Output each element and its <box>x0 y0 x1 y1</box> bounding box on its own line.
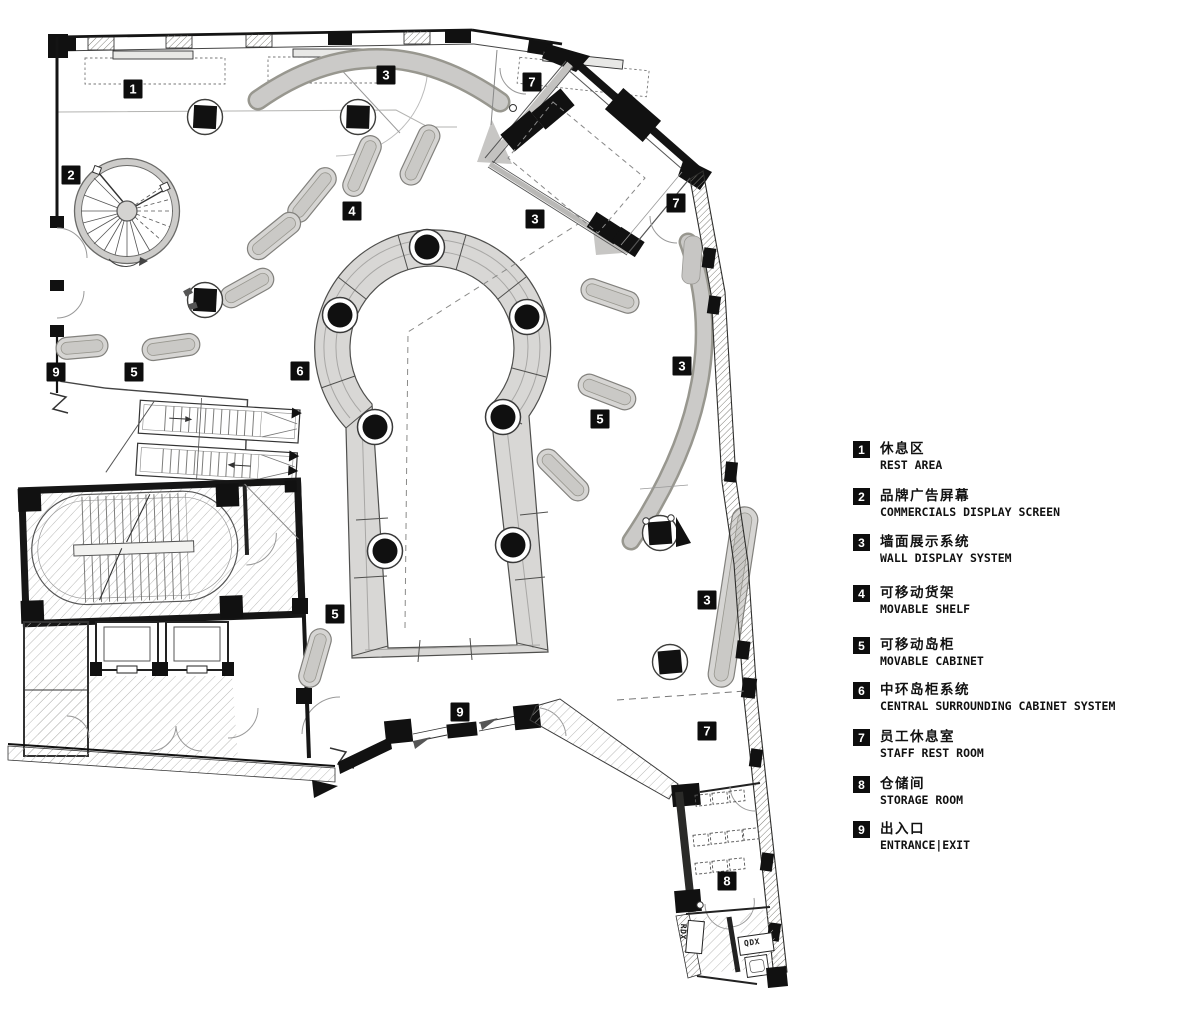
legend-zh-2: 品牌广告屏幕 <box>880 488 970 503</box>
dashed-guide-line <box>404 223 579 629</box>
legend-item-5: 5 可移动岛柜 MOVABLE CABINET <box>853 637 1153 669</box>
legend-item-6: 6 中环岛柜系统 CENTRAL SURROUNDING CABINET SYS… <box>853 682 1153 714</box>
plan-tag-3d: 3 <box>697 590 717 610</box>
legend-key-2: 2 <box>853 488 870 505</box>
legend-item-3: 3 墙面展示系统 WALL DISPLAY SYSTEM <box>853 534 1153 566</box>
legend-en-7: STAFF REST ROOM <box>880 746 984 760</box>
elevators <box>90 621 234 676</box>
legend-key-5: 5 <box>853 637 870 654</box>
plan-tag-3b: 3 <box>525 209 545 229</box>
spiral-staircase <box>73 157 181 267</box>
legend-zh-7: 员工休息室 <box>880 729 955 744</box>
legend-key-8: 8 <box>853 776 870 793</box>
legend-key-3: 3 <box>853 534 870 551</box>
legend-item-7: 7 员工休息室 STAFF REST ROOM <box>853 729 1153 761</box>
south-wall-entrance <box>7 698 679 800</box>
plan-tag-3c: 3 <box>672 356 692 376</box>
plan-tag-4: 4 <box>342 201 362 221</box>
plan-tag-7a: 7 <box>522 72 542 92</box>
plan-tag-8: 8 <box>717 871 737 891</box>
legend-zh-9: 出入口 <box>880 821 925 836</box>
plan-tag-5a: 5 <box>124 362 144 382</box>
structural-columns <box>183 98 691 681</box>
legend-en-4: MOVABLE SHELF <box>880 602 971 616</box>
central-cabinet-system <box>314 228 552 663</box>
ring-columns <box>321 228 546 570</box>
legend-item-9: 9 出入口 ENTRANCE|EXIT <box>853 821 1153 853</box>
legend-key-1: 1 <box>853 441 870 458</box>
fixture-label-rdx: RDX <box>678 923 688 940</box>
legend-zh-5: 可移动岛柜 <box>880 637 955 652</box>
elevator-lobby <box>23 479 341 764</box>
plan-tag-7c: 7 <box>697 721 717 741</box>
legend-key-4: 4 <box>853 585 870 602</box>
legend-zh-6: 中环岛柜系统 <box>880 682 970 697</box>
legend-en-5: MOVABLE CABINET <box>880 654 984 668</box>
storage-room <box>674 789 760 930</box>
legend-key-7: 7 <box>853 729 870 746</box>
stair-core <box>17 477 306 628</box>
legend-key-6: 6 <box>853 682 870 699</box>
plan-tag-9a: 9 <box>46 362 66 382</box>
legend-zh-8: 仓储间 <box>880 776 925 791</box>
legend-en-3: WALL DISPLAY SYSTEM <box>880 551 1012 565</box>
legend-en-9: ENTRANCE|EXIT <box>880 838 971 852</box>
left-wall <box>48 34 88 414</box>
movable-shelves <box>55 124 759 688</box>
legend-zh-3: 墙面展示系统 <box>880 534 970 549</box>
legend-en-6: CENTRAL SURROUNDING CABINET SYSTEM <box>880 699 1116 713</box>
legend-item-2: 2 品牌广告屏幕 COMMERCIALS DISPLAY SCREEN <box>853 488 1153 520</box>
storefront-mullions <box>56 30 553 57</box>
staff-rest-room <box>616 690 761 812</box>
toilet-rooms <box>675 906 788 988</box>
plan-tag-2: 2 <box>61 165 81 185</box>
plan-tag-7b: 7 <box>666 193 686 213</box>
legend-en-1: REST AREA <box>880 458 943 472</box>
plan-tag-5b: 5 <box>590 409 610 429</box>
plan-tag-3a: 3 <box>376 65 396 85</box>
legend: 1 休息区 REST AREA 2 品牌广告屏幕 COMMERCIALS DIS… <box>853 441 1153 853</box>
legend-zh-4: 可移动货架 <box>880 585 955 600</box>
legend-item-8: 8 仓储间 STORAGE ROOM <box>853 776 1153 808</box>
legend-en-2: COMMERCIALS DISPLAY SCREEN <box>880 505 1061 519</box>
legend-item-1: 1 休息区 REST AREA <box>853 441 1153 473</box>
legend-zh-1: 休息区 <box>880 441 925 456</box>
legend-key-9: 9 <box>853 821 870 838</box>
wall-break-symbol <box>49 392 69 414</box>
legend-en-8: STORAGE ROOM <box>880 793 964 807</box>
legend-item-4: 4 可移动货架 MOVABLE SHELF <box>853 585 1153 617</box>
plan-tag-9b: 9 <box>450 702 470 722</box>
plan-tag-6: 6 <box>290 361 310 381</box>
plan-tag-5c: 5 <box>325 604 345 624</box>
escalators <box>60 380 302 486</box>
plan-tag-1: 1 <box>123 79 143 99</box>
staff-room-diamond <box>477 44 712 285</box>
